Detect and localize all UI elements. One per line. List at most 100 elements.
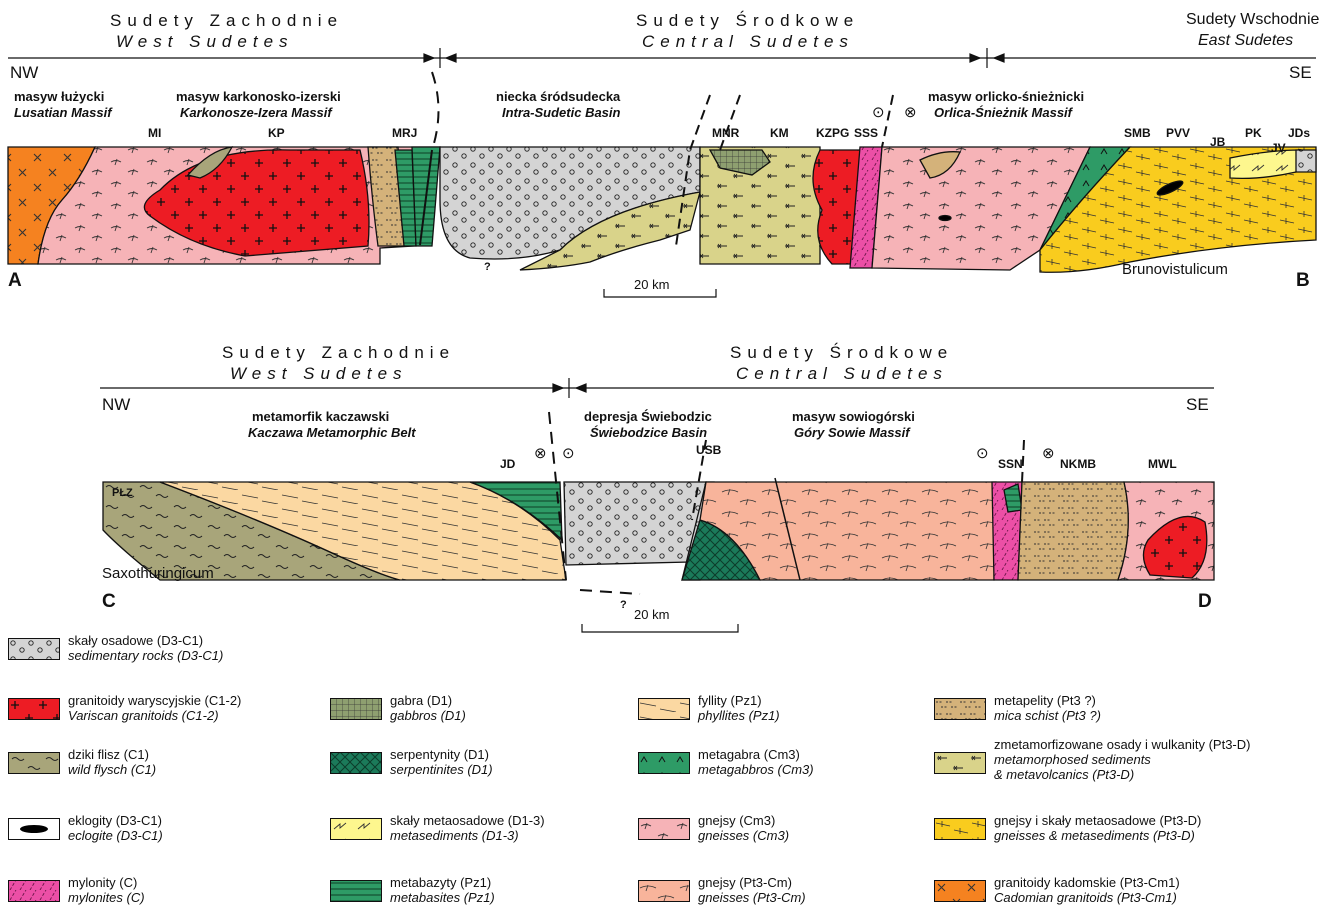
legend-label-pl: metagabra (Cm3)	[698, 748, 800, 761]
legend-label-en: gneisses (Cm3)	[698, 829, 789, 842]
legend-label-en: metagabbros (Cm3)	[698, 763, 814, 776]
legend-swatch	[8, 752, 60, 774]
legend-swatch	[934, 752, 986, 774]
legend-label-pl: metapelity (Pt3 ?)	[994, 694, 1096, 707]
legend-label-en-2: & metavolcanics (Pt3-D)	[994, 768, 1134, 781]
legend-label-en: gabbros (D1)	[390, 709, 466, 722]
legend-label-pl: fyllity (Pz1)	[698, 694, 762, 707]
ab-region-east-pl: Sudety Wschodnie	[1186, 12, 1319, 28]
cd-unit-label-pl: metamorfik kaczawski	[252, 410, 389, 423]
ab-region-line	[8, 48, 1316, 68]
legend-swatch	[330, 880, 382, 902]
cd-region-west-pl: Sudety Zachodnie	[222, 344, 455, 361]
ab-abbrev: PVV	[1166, 127, 1190, 139]
legend-label-en: wild flysch (C1)	[68, 763, 156, 776]
legend-label-pl: metabazyty (Pz1)	[390, 876, 491, 889]
fault-in-symbol: ⊗	[534, 446, 547, 461]
cd-unit-micaschist	[1018, 482, 1128, 580]
legend-swatch	[638, 880, 690, 902]
ab-region-central-en: Central Sudetes	[642, 33, 854, 50]
legend-label-pl: skały metaosadowe (D1-3)	[390, 814, 545, 827]
cd-unit-label-pl: depresja Świebodzic	[584, 410, 712, 423]
legend-swatch	[638, 752, 690, 774]
cd-unit-label-pl: masyw sowiogórski	[792, 410, 915, 423]
ab-abbrev: MI	[148, 127, 161, 139]
fault-out-symbol: ⊙	[976, 446, 989, 461]
cd-abbrev: NKMB	[1060, 458, 1096, 470]
legend-label-pl: eklogity (D3-C1)	[68, 814, 162, 827]
ab-unit-label-pl: masyw łużycki	[14, 90, 104, 103]
ab-start-label: A	[8, 271, 22, 290]
legend-swatch	[8, 698, 60, 720]
ab-abbrev: MNR	[712, 127, 739, 139]
cd-abbrev: PŁZ	[112, 488, 133, 499]
legend-swatch	[330, 752, 382, 774]
cd-end-label: D	[1198, 592, 1212, 611]
cd-region-central-pl: Sudety Środkowe	[730, 344, 953, 361]
cd-abbrev: USB	[696, 444, 721, 456]
legend-label-en: metamorphosed sediments	[994, 753, 1151, 766]
ab-region-east-en: East Sudetes	[1198, 33, 1293, 49]
legend-label-pl: gnejsy i skały metaosadowe (Pt3-D)	[994, 814, 1201, 827]
ab-basement-label: Brunovistulicum	[1122, 262, 1228, 277]
ab-abbrev: PK	[1245, 127, 1262, 139]
ab-abbrev: SSS	[854, 127, 878, 139]
ab-unit-label-en: Karkonosze-Izera Massif	[180, 106, 332, 119]
ab-abbrev: JDs	[1288, 127, 1310, 139]
cd-abbrev: MWL	[1148, 458, 1177, 470]
ab-unit-label-pl: masyw karkonosko-izerski	[176, 90, 341, 103]
legend-label-en: serpentinites (D1)	[390, 763, 493, 776]
cd-basement-label: Saxothuringicum	[102, 566, 214, 581]
legend-swatch	[934, 880, 986, 902]
legend-label-en: gneisses & metasediments (Pt3-D)	[994, 829, 1195, 842]
ab-abbrev: KM	[770, 127, 789, 139]
ab-scale-label: 20 km	[634, 278, 669, 291]
legend-swatch	[934, 698, 986, 720]
legend-label-en: Cadomian granitoids (Pt3-Cm1)	[994, 891, 1177, 904]
cd-abbrev: JD	[500, 458, 515, 470]
legend-swatch	[330, 698, 382, 720]
legend-label-en: metasediments (D1-3)	[390, 829, 519, 842]
legend-label-pl: gabra (D1)	[390, 694, 452, 707]
legend-label-pl: serpentynity (D1)	[390, 748, 489, 761]
legend-label-en: eclogite (D3-C1)	[68, 829, 163, 842]
ab-query: ?	[484, 262, 491, 273]
cd-nw: NW	[102, 396, 130, 413]
ab-unit-label-pl: masyw orlicko-śnieżnicki	[928, 90, 1084, 103]
ab-abbrev: KZPG	[816, 127, 849, 139]
fault-out-symbol: ⊙	[562, 446, 575, 461]
cd-region-central-en: Central Sudetes	[736, 365, 948, 382]
ab-abbrev: JB	[1210, 136, 1225, 148]
legend-label-en: Variscan granitoids (C1-2)	[68, 709, 219, 722]
cd-scale-label: 20 km	[634, 608, 669, 621]
legend-label-en: mica schist (Pt3 ?)	[994, 709, 1101, 722]
ab-abbrev: SMB	[1124, 127, 1151, 139]
ab-end-label: B	[1296, 271, 1310, 290]
legend-label-en: gneisses (Pt3-Cm)	[698, 891, 806, 904]
legend-label-pl: granitoidy waryscyjskie (C1-2)	[68, 694, 241, 707]
cd-region-west-en: West Sudetes	[230, 365, 408, 382]
cd-unit-label-en: Kaczawa Metamorphic Belt	[248, 426, 416, 439]
legend-label-pl: dziki flisz (C1)	[68, 748, 149, 761]
legend-label-pl: zmetamorfizowane osady i wulkanity (Pt3-…	[994, 738, 1250, 751]
cd-unit-label-en: Świebodzice Basin	[590, 426, 707, 439]
cd-start-label: C	[102, 592, 116, 611]
legend-swatch	[934, 818, 986, 840]
cd-scale-bar	[582, 624, 738, 632]
ab-se: SE	[1289, 64, 1312, 81]
legend-label-pl: mylonity (C)	[68, 876, 137, 889]
legend-label-en: metabasites (Pz1)	[390, 891, 495, 904]
ab-region-central-pl: Sudety Środkowe	[636, 12, 859, 29]
legend-swatch	[8, 638, 60, 660]
ab-abbrev: MRJ	[392, 127, 417, 139]
ab-region-west-en: West Sudetes	[116, 33, 294, 50]
cd-se: SE	[1186, 396, 1209, 413]
legend-label-en: phyllites (Pz1)	[698, 709, 780, 722]
legend-swatch	[638, 698, 690, 720]
legend-label-en: sedimentary rocks (D3-C1)	[68, 649, 223, 662]
legend-label-pl: gnejsy (Pt3-Cm)	[698, 876, 792, 889]
legend-swatch	[8, 880, 60, 902]
cd-query: ?	[620, 600, 627, 611]
legend-label-en: mylonites (C)	[68, 891, 145, 904]
